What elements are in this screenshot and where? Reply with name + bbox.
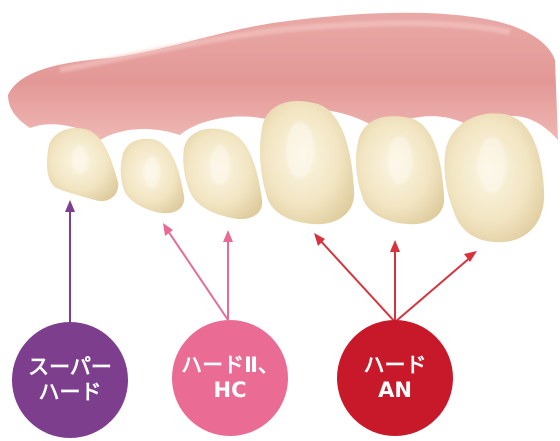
arrow-hard2-hc-1	[166, 228, 228, 320]
label-super-hard-line1: スーパー	[28, 355, 112, 380]
arrowhead-hard-an-2	[390, 240, 400, 252]
label-hard-an: ハード AN	[337, 320, 453, 436]
arrow-hard-an-3	[395, 256, 472, 322]
arrow-hard-an-1	[318, 238, 395, 322]
arrowhead-hard2-hc-1	[163, 223, 173, 236]
label-hard2-hc-line1: ハードⅡ、	[181, 353, 279, 378]
label-hard2-hc: ハードⅡ、 HC	[172, 320, 288, 436]
label-super-hard-line2: ハード	[28, 380, 112, 405]
label-hard-an-line1: ハード	[364, 353, 427, 378]
arrowhead-hard2-hc-2	[223, 230, 233, 242]
label-hard-an-line2: AN	[364, 378, 427, 403]
label-super-hard: スーパー ハード	[12, 322, 128, 438]
label-hard2-hc-line2: HC	[181, 378, 279, 403]
arrowhead-super-hard	[65, 200, 75, 212]
